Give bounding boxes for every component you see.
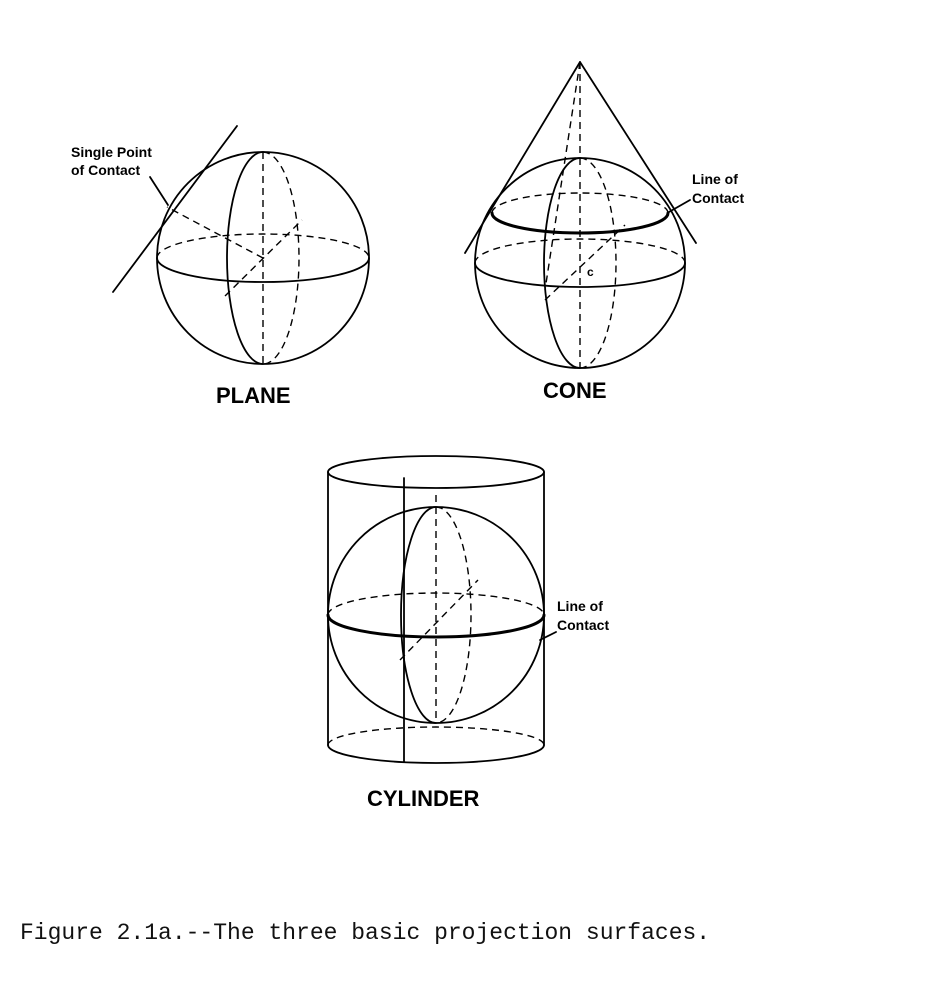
- cylinder-top-ellipse: [327, 455, 545, 489]
- cone-right-side: [579, 61, 697, 244]
- cone-contact-circle-back: [491, 192, 669, 214]
- plane-contact-leader: [149, 176, 169, 206]
- cone-contact-label-2: Contact: [692, 190, 744, 206]
- plane-meridian-front: [226, 151, 264, 365]
- cone-equator-front: [474, 262, 686, 288]
- plane-equator-front: [156, 257, 370, 283]
- cylinder-bottom-back: [327, 726, 545, 746]
- cylinder-bottom-front: [327, 744, 545, 764]
- cone-equator-back: [474, 238, 686, 264]
- cone-diagonal-axis: [544, 224, 626, 301]
- figure-caption: Figure 2.1a.--The three basic projection…: [20, 920, 711, 946]
- plane-equator-back: [156, 233, 370, 259]
- cylinder-contact-label-1: Line of: [557, 598, 603, 614]
- cone-left-side: [464, 61, 581, 254]
- cone-meridian-front: [543, 157, 581, 369]
- cone-contact-leader: [668, 199, 691, 213]
- cone-title: CONE: [543, 378, 607, 403]
- cone-contact-label-1: Line of: [692, 171, 738, 187]
- plane-radius-to-contact: [166, 206, 264, 259]
- cylinder-contact-label-2: Contact: [557, 617, 609, 633]
- plane-tangent-line: [112, 125, 238, 293]
- plane-figure: Single Point of Contact PLANE: [71, 125, 370, 408]
- plane-diagonal-axis: [224, 219, 303, 297]
- cylinder-title: CYLINDER: [367, 786, 480, 811]
- cylinder-meridian-front: [400, 506, 437, 724]
- cone-inner-ray: [544, 61, 581, 291]
- plane-title: PLANE: [216, 383, 291, 408]
- cone-globe-outline: [474, 157, 686, 369]
- plane-contact-label-1: Single Point: [71, 144, 152, 160]
- plane-contact-label-2: of Contact: [71, 162, 141, 178]
- cylinder-figure: Line of Contact CYLINDER: [326, 455, 609, 811]
- cylinder-meridian-back: [435, 506, 472, 724]
- cone-figure: c Line of Contact CONE: [464, 61, 744, 403]
- cylinder-diagonal-axis: [399, 579, 479, 661]
- cylinder-contact-line: [326, 613, 546, 639]
- cone-center-label: c: [587, 265, 594, 279]
- plane-meridian-back: [262, 151, 300, 365]
- cylinder-contact-leader: [539, 631, 557, 641]
